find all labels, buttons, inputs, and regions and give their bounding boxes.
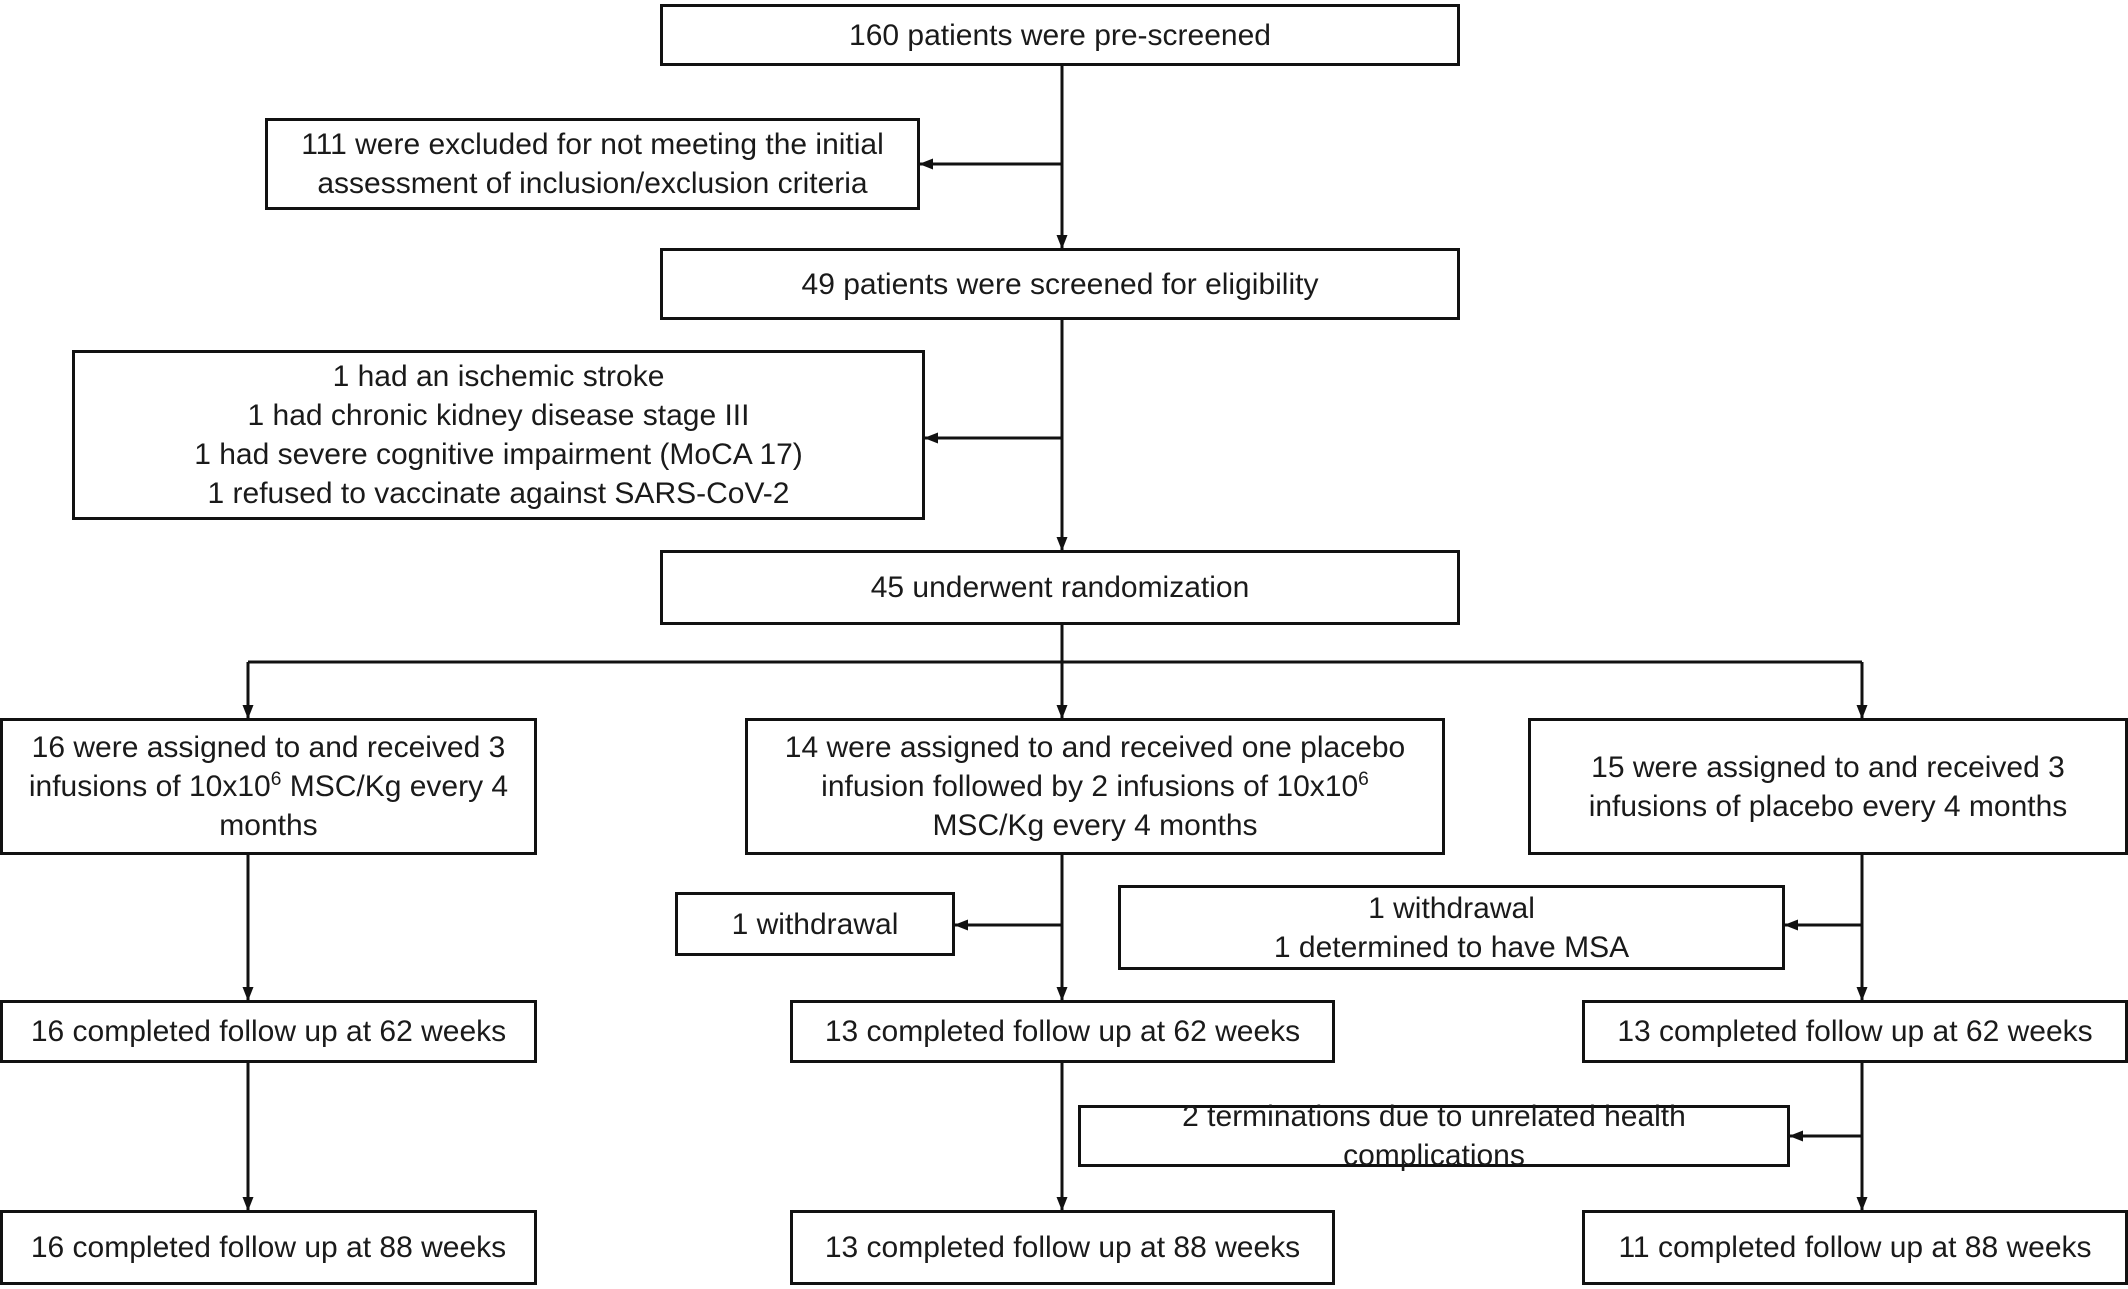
node-excluded-detail-line2: 1 had chronic kidney disease stage III <box>247 399 750 432</box>
node-arm-mid-assign-line3: MSC/Kg every 4 months <box>932 809 1258 842</box>
node-prescreened-label: 160 patients were pre-screened <box>849 18 1271 52</box>
node-mid-62weeks[interactable]: 13 completed follow up at 62 weeks <box>790 1000 1335 1063</box>
node-arm-mid-assign-line2: infusion followed by 2 infusions of 10x1… <box>758 767 1432 806</box>
node-mid-withdrawal[interactable]: 1 withdrawal <box>675 892 955 956</box>
node-arm-right-assign-line1: 15 were assigned to and received 3 <box>1591 750 2065 784</box>
node-excluded-detail-line4: 1 refused to vaccinate against SARS-CoV-… <box>207 477 790 510</box>
node-excluded-detail[interactable]: 1 had an ischemic stroke 1 had chronic k… <box>72 350 925 520</box>
node-right-88weeks[interactable]: 11 completed follow up at 88 weeks <box>1582 1210 2128 1285</box>
node-mid-62weeks-label: 13 completed follow up at 62 weeks <box>824 1015 1301 1048</box>
node-arm-left-assign-line3: months <box>219 809 318 842</box>
arm-mid-dose-exponent: 6 <box>1358 769 1369 790</box>
node-left-88weeks-label: 16 completed follow up at 88 weeks <box>30 1231 507 1264</box>
node-mid-88weeks-label: 13 completed follow up at 88 weeks <box>824 1231 1301 1264</box>
node-screened[interactable]: 49 patients were screened for eligibilit… <box>660 248 1460 320</box>
node-randomized-label: 45 underwent randomization <box>870 571 1250 604</box>
node-screened-label: 49 patients were screened for eligibilit… <box>801 267 1319 301</box>
node-arm-mid-assign-line1: 14 were assigned to and received one pla… <box>784 731 1406 764</box>
node-right-62weeks-label: 13 completed follow up at 62 weeks <box>1617 1015 2093 1048</box>
arm-left-dose-exponent: 6 <box>270 769 282 790</box>
node-arm-left-assign-line2: infusions of 10x106 MSC/Kg every 4 <box>13 767 524 806</box>
node-left-88weeks[interactable]: 16 completed follow up at 88 weeks <box>0 1210 537 1285</box>
arm-left-dose-pre: infusions of 10x10 <box>28 770 271 803</box>
node-terminations[interactable]: 2 terminations due to unrelated health c… <box>1078 1100 1790 1172</box>
node-arm-left-assign-line1: 16 were assigned to and received 3 <box>31 731 506 764</box>
node-mid-88weeks[interactable]: 13 completed follow up at 88 weeks <box>790 1210 1335 1285</box>
node-excluded-detail-line3: 1 had severe cognitive impairment (MoCA … <box>194 438 803 471</box>
node-excluded-initial-line1: 111 were excluded for not meeting the in… <box>301 128 884 161</box>
node-arm-right-assign[interactable]: 15 were assigned to and received 3 infus… <box>1528 718 2128 855</box>
arm-mid-dose-pre: infusion followed by 2 infusions of 10x1… <box>821 770 1359 803</box>
node-right-withdrawal[interactable]: 1 withdrawal 1 determined to have MSA <box>1118 885 1785 970</box>
node-prescreened[interactable]: 160 patients were pre-screened <box>660 4 1460 66</box>
node-arm-right-assign-line2: infusions of placebo every 4 months <box>1588 789 2068 823</box>
node-randomized[interactable]: 45 underwent randomization <box>660 550 1460 625</box>
node-excluded-detail-line1: 1 had an ischemic stroke <box>332 360 665 393</box>
arm-left-dose-post: MSC/Kg every 4 <box>281 770 509 803</box>
node-arm-mid-assign[interactable]: 14 were assigned to and received one pla… <box>745 718 1445 855</box>
node-right-88weeks-label: 11 completed follow up at 88 weeks <box>1618 1231 2092 1264</box>
node-right-withdrawal-line1: 1 withdrawal <box>1368 891 1535 925</box>
node-excluded-initial-line2: assessment of inclusion/exclusion criter… <box>317 167 868 200</box>
node-left-62weeks[interactable]: 16 completed follow up at 62 weeks <box>0 1000 537 1063</box>
node-excluded-initial[interactable]: 111 were excluded for not meeting the in… <box>265 118 920 210</box>
node-right-62weeks[interactable]: 13 completed follow up at 62 weeks <box>1582 1000 2128 1063</box>
node-terminations-label: 2 terminations due to unrelated health c… <box>1182 1100 1686 1172</box>
node-arm-left-assign[interactable]: 16 were assigned to and received 3 infus… <box>0 718 537 855</box>
node-right-withdrawal-line2: 1 determined to have MSA <box>1273 930 1630 964</box>
node-left-62weeks-label: 16 completed follow up at 62 weeks <box>30 1015 507 1048</box>
node-mid-withdrawal-label: 1 withdrawal <box>731 907 899 941</box>
